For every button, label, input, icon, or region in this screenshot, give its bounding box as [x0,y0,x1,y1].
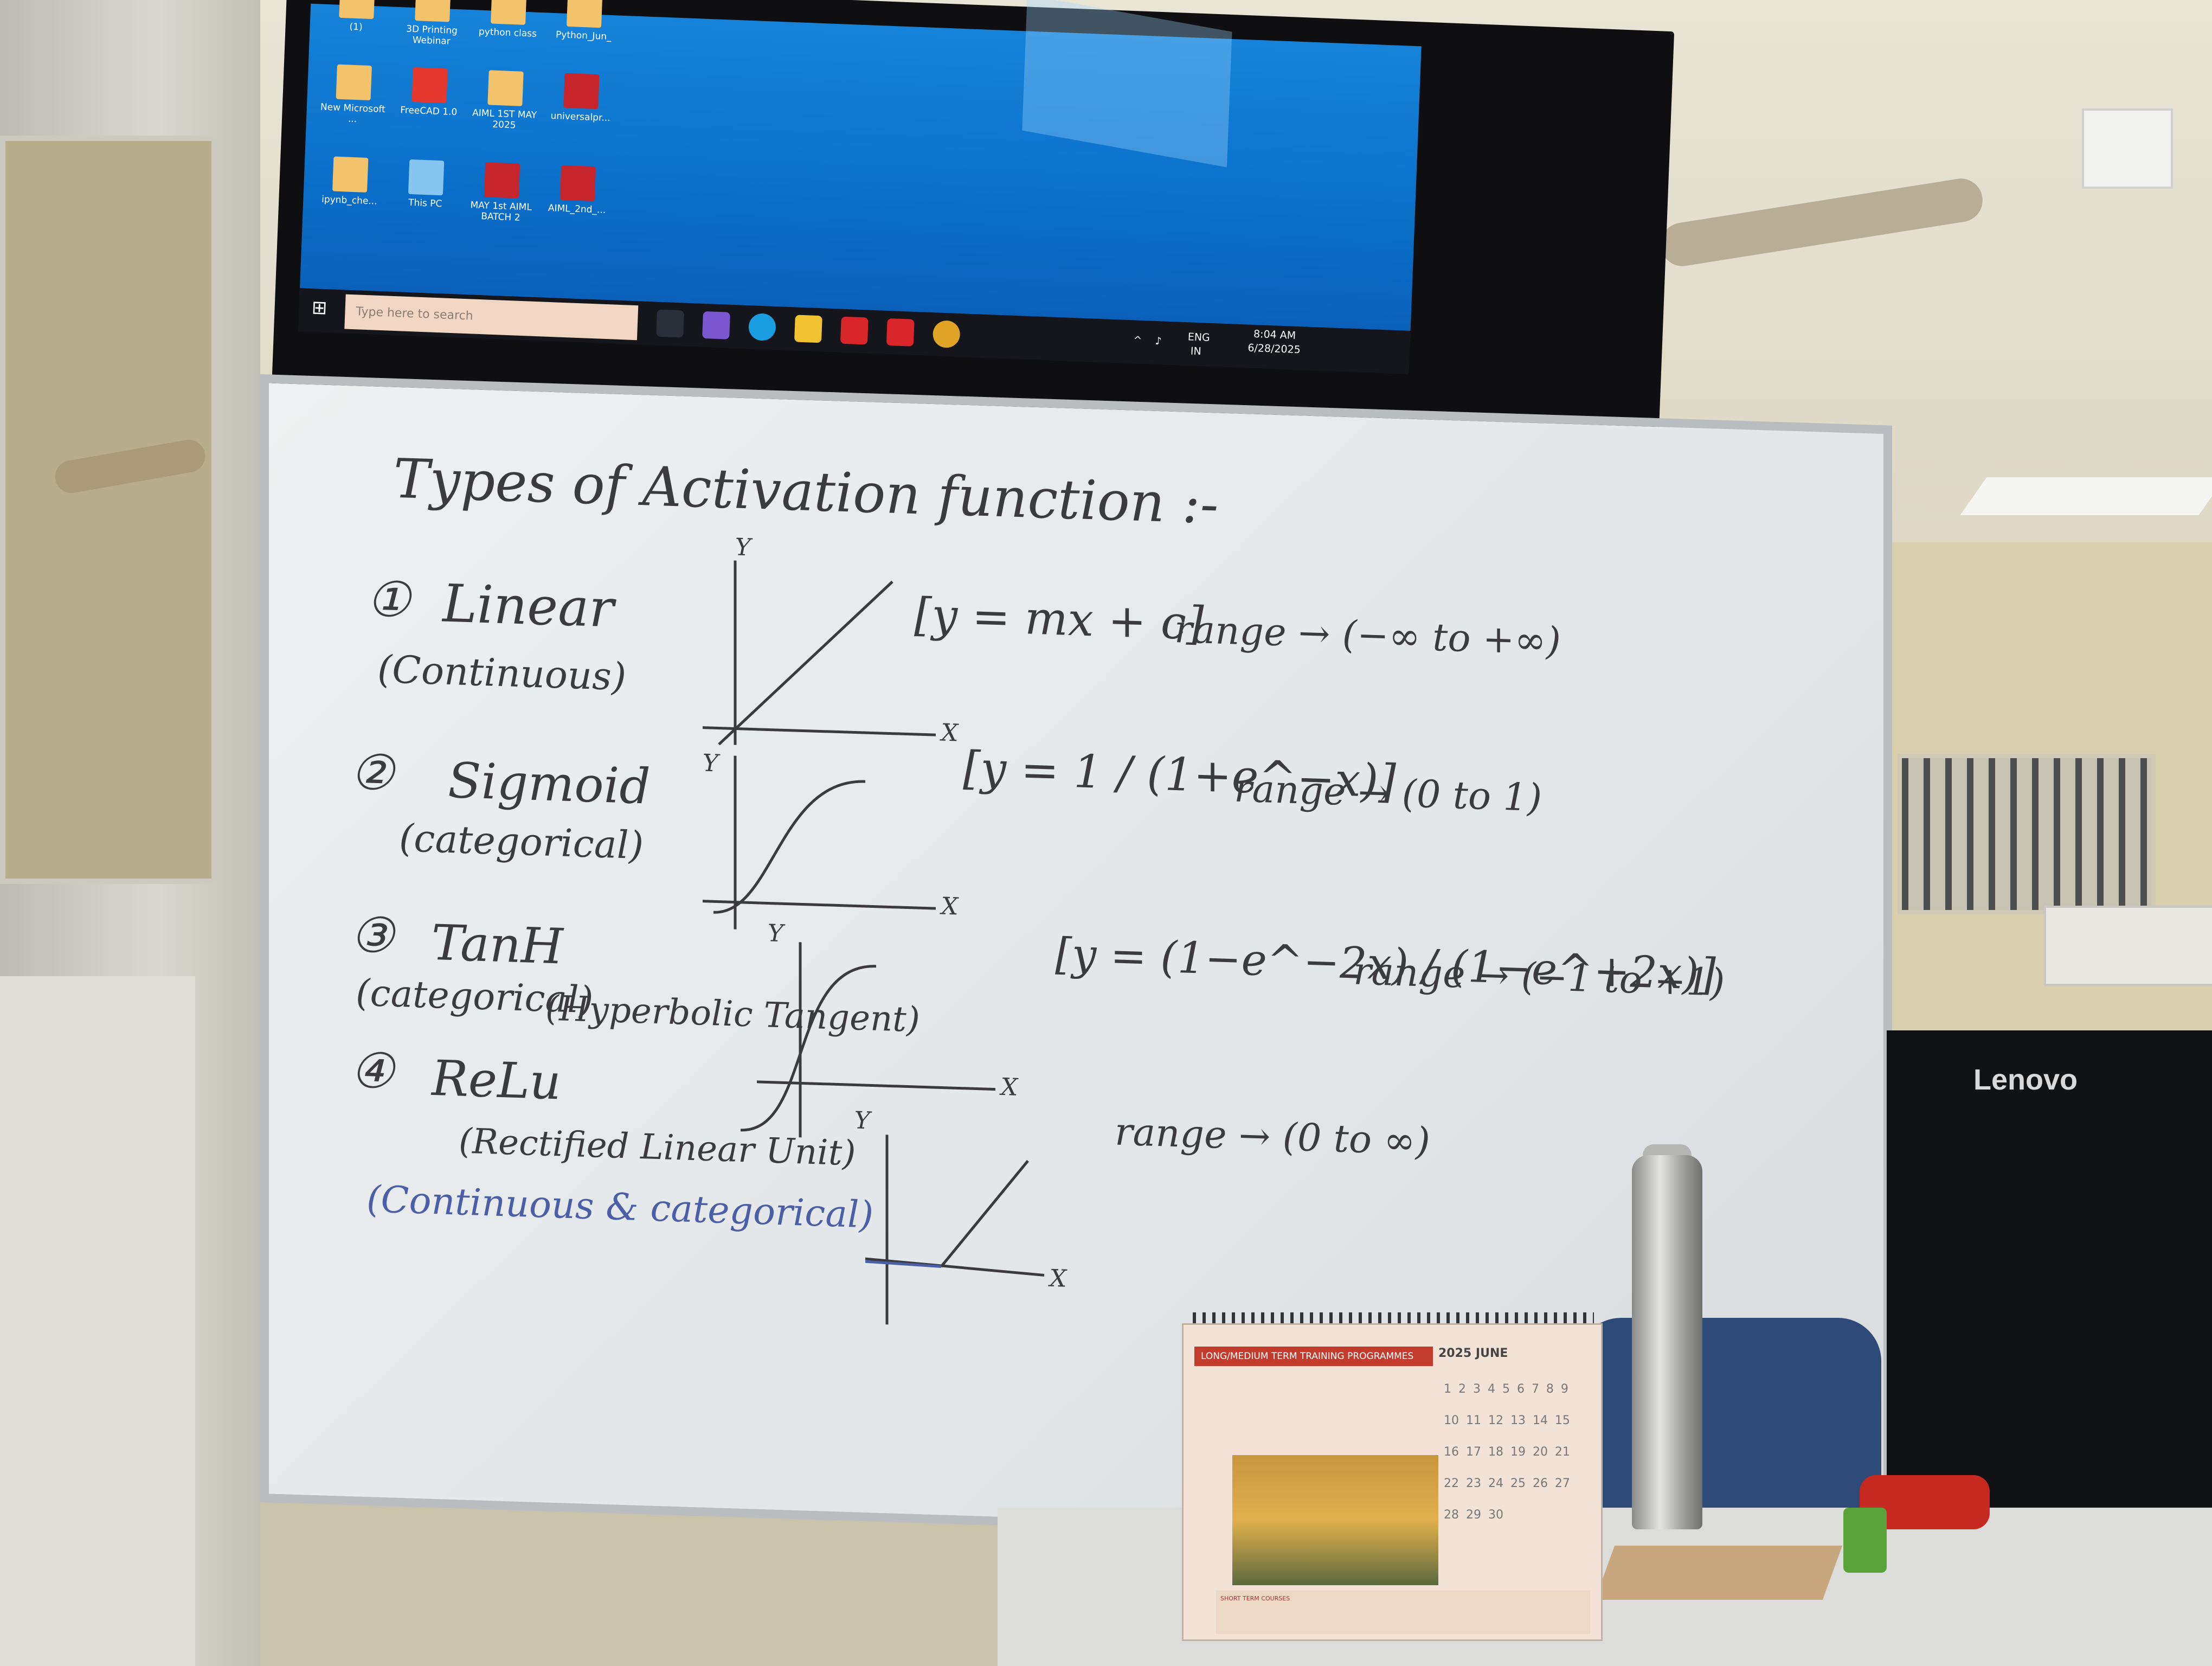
anydesk-icon[interactable] [840,316,869,345]
axis-label-x: X [941,719,959,747]
relu-x-axis [865,1257,1045,1277]
calendar-building-photo [1232,1455,1438,1585]
desktop-icon-label: MAY 1st AIML BATCH 2 [470,200,532,223]
desktop-icon[interactable]: New Microsoft ... [316,63,390,153]
tray-arrow-icon[interactable]: ^ [1133,334,1142,347]
folder-icon [566,0,603,28]
window-grille [1898,754,2156,914]
desktop-icon-label: universalpr... [550,110,611,124]
left-lower-panel [0,976,195,1666]
media-icon [563,73,600,110]
ceiling-light [1960,477,2212,515]
desktop-icon-label: AIML 1ST MAY 2025 [472,107,537,131]
left-glass-panel [0,136,217,884]
desktop-icon-label: FreeCAD 1.0 [400,105,458,118]
folder-icon [332,156,369,193]
monitor-brand-logo: Lenovo [1973,1063,2078,1096]
windows-desktop: (1) 3D Printing Webinar python class Pyt… [299,0,1422,342]
desktop-icon[interactable]: AIML_2nd_... [540,164,614,254]
relu-flat-segment [865,1260,942,1268]
axis-label-x: X [1001,1073,1018,1101]
tanh-curve [740,965,877,1132]
calendar-days: 1 2 3 4 5 6 7 8 9 10 11 12 13 14 15 16 1… [1444,1382,1570,1522]
desk-calendar: LONG/MEDIUM TERM TRAINING PROGRAMMES 202… [1182,1323,1603,1641]
axis-label-y: Y [703,749,719,778]
desktop-icon[interactable]: python class [471,0,544,78]
desktop-icon[interactable]: (1) [319,0,393,72]
axis-label-x: X [1050,1264,1067,1293]
calendar-year: 2025 [1438,1347,1472,1360]
paper-sheet [1594,1546,1843,1600]
desktop-icon-label: python class [478,26,537,40]
taskbar-clock[interactable]: 8:04 AM 6/28/2025 [1231,326,1319,357]
desktop-icon[interactable]: FreeCAD 1.0 [392,67,466,156]
document-icon [336,64,372,101]
whiteboard: Types of Activation function :- ① Linear… [260,374,1892,1554]
desktop-icon[interactable]: AIML 1ST MAY 2025 [468,69,542,159]
folder-icon [491,0,527,25]
office-chair [1578,1318,1881,1535]
desktop-icon-label: ipynb_che... [321,194,377,207]
calendar-month-name: JUNE [1475,1347,1508,1360]
desktop-icon-label: (1) [349,21,363,33]
pdf-icon [484,162,520,198]
windows-start-icon[interactable]: ⊞ [311,297,328,319]
folder-icon [487,70,524,106]
anydesk-icon[interactable] [886,318,915,347]
linear-curve [718,580,893,746]
linear-x-axis [703,726,936,736]
desktop-icon-label: This PC [408,197,442,210]
desktop-icon[interactable]: Python_Jun_ [546,0,620,80]
glue-stick [1843,1508,1887,1573]
windows-logo-wallpaper [1022,0,1232,168]
task-view-icon[interactable] [656,309,685,338]
desktop-icon[interactable]: universalpr... [544,73,618,162]
activation-graphs [703,560,1045,1325]
axis-label-x: X [941,892,959,921]
volume-icon[interactable]: ♪ [1155,335,1162,348]
copilot-icon[interactable] [702,311,730,339]
axis-label-y: Y [735,533,751,562]
folder-icon [339,0,375,20]
desktop-icon[interactable]: ipynb_che... [312,156,386,245]
calendar-header: LONG/MEDIUM TERM TRAINING PROGRAMMES [1194,1347,1433,1366]
axis-label-y: Y [854,1106,871,1135]
chrome-icon[interactable] [932,320,961,349]
language-indicator[interactable]: ENG [1187,331,1211,344]
tanh-x-axis [757,1080,995,1091]
desktop-icon-label: Python_Jun_ [555,29,612,43]
steel-water-bottle [1632,1155,1702,1529]
power-socket [2044,906,2212,986]
wall-switch [2082,108,2173,189]
relu-curve [940,1159,1029,1268]
freecad-icon [411,67,448,104]
desktop-icon-label: New Microsoft ... [320,101,386,125]
desktop-icon[interactable]: 3D Printing Webinar [395,0,469,75]
desktop-icon[interactable]: This PC [388,159,462,248]
edge-icon[interactable] [748,313,776,342]
axis-label-y: Y [768,919,784,948]
region-indicator: IN [1190,345,1202,358]
computer-monitor [1887,1030,2212,1508]
computer-icon [408,159,445,196]
calendar-month: 2025 JUNE [1438,1347,1590,1366]
taskbar-search-input[interactable]: Type here to search [344,294,639,341]
desktop-icon-label: AIML_2nd_... [548,202,606,216]
sigmoid-curve [713,780,866,914]
file-explorer-icon[interactable] [794,315,822,343]
folder-icon [415,0,451,22]
calendar-footer: SHORT TERM COURSES [1216,1591,1590,1634]
desktop-icon-label: 3D Printing Webinar [406,23,458,47]
desktop-icon[interactable]: MAY 1st AIML BATCH 2 [464,162,538,251]
pdf-icon [560,165,596,202]
